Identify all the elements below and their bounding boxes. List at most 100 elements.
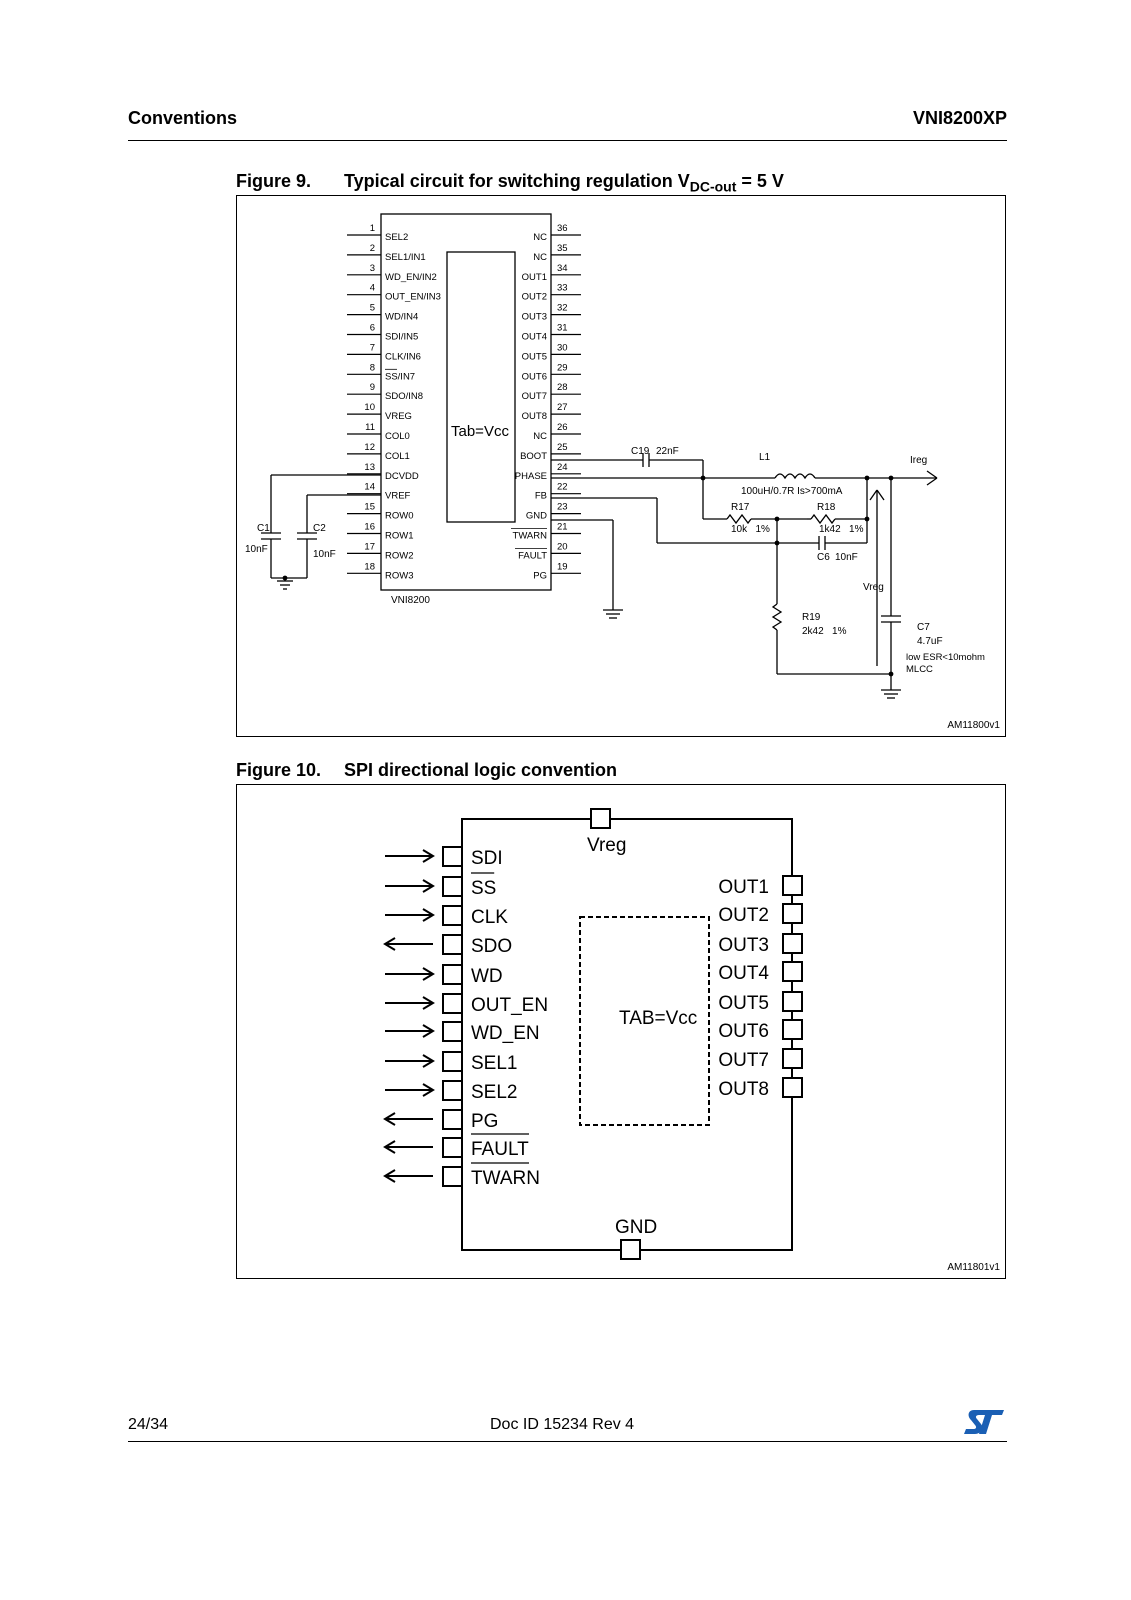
figure9-pins: 1SEL22SEL1/IN13WD_EN/IN24OUT_EN/IN35WD/I… bbox=[347, 223, 581, 581]
left-pin-name: OUT_EN/IN3 bbox=[385, 292, 441, 303]
c2-value: 10nF bbox=[313, 549, 336, 560]
right-pin-name: OUT8 bbox=[522, 411, 547, 422]
right-pin-number: 23 bbox=[557, 502, 568, 513]
tab-label: Tab=Vcc bbox=[451, 423, 509, 440]
figure10-title: SPI directional logic convention bbox=[344, 760, 618, 780]
arrow-head-out bbox=[383, 937, 396, 951]
left-pin-name: VREG bbox=[385, 411, 412, 422]
left-pin-label: TWARN bbox=[471, 1168, 540, 1189]
right-pin-label: OUT1 bbox=[718, 877, 769, 898]
vreg-label: Vreg bbox=[863, 582, 884, 593]
right-pin-number: 36 bbox=[557, 223, 568, 234]
left-pin-number: 15 bbox=[364, 502, 375, 513]
left-pin-number: 11 bbox=[365, 422, 375, 433]
right-pin-number: 27 bbox=[557, 402, 568, 413]
right-pin-number: 32 bbox=[557, 303, 568, 314]
r18-value: 1k42 1% bbox=[819, 524, 864, 535]
left-pin-label: SEL1 bbox=[471, 1053, 517, 1074]
left-pin-box bbox=[442, 1021, 463, 1042]
left-pin-name: CLK/IN6 bbox=[385, 351, 421, 362]
left-pin-number: 2 bbox=[370, 243, 375, 254]
left-pin-name: SEL2 bbox=[385, 232, 408, 243]
right-pin-name: OUT1 bbox=[522, 272, 547, 283]
figure9-title-end: = 5 V bbox=[736, 171, 784, 191]
left-pin-label: SDO bbox=[471, 936, 512, 957]
ireg-label: Ireg bbox=[910, 455, 927, 466]
left-pin-name: ROW0 bbox=[385, 511, 414, 522]
right-pin-name: FAULT bbox=[518, 550, 547, 561]
left-pin-label: SDI bbox=[471, 848, 503, 869]
left-pin-label: WD_EN bbox=[471, 1023, 540, 1044]
right-pin-label: OUT3 bbox=[718, 935, 769, 956]
r18-label: R18 bbox=[817, 502, 836, 513]
figure9-schematic: 1SEL22SEL1/IN13WD_EN/IN24OUT_EN/IN35WD/I… bbox=[245, 213, 1000, 731]
right-pin-name: OUT6 bbox=[522, 371, 547, 382]
r17-label: R17 bbox=[731, 502, 750, 513]
left-pin-box bbox=[442, 1080, 463, 1101]
left-pin-name: VREF bbox=[385, 491, 411, 502]
right-pin-box bbox=[782, 961, 803, 982]
left-pin-label: WD bbox=[471, 966, 503, 987]
left-pin-label: OUT_EN bbox=[471, 995, 548, 1016]
c7-note-esr: low ESR<10mohm bbox=[906, 652, 985, 663]
left-pin-box bbox=[442, 1166, 463, 1187]
left-pin-number: 5 bbox=[370, 303, 375, 314]
left-pin-name: ROW2 bbox=[385, 550, 414, 561]
right-pin-box bbox=[782, 991, 803, 1012]
right-pin-number: 24 bbox=[557, 462, 568, 473]
left-pin-box bbox=[442, 905, 463, 926]
c1-value: 10nF bbox=[245, 544, 268, 555]
left-pin-label: SEL2 bbox=[471, 1082, 517, 1103]
left-pin-box bbox=[442, 1051, 463, 1072]
left-pin-label: CLK bbox=[471, 907, 508, 928]
right-pin-name: NC bbox=[533, 232, 547, 243]
c7-value: 4.7uF bbox=[917, 636, 943, 647]
right-pin-box bbox=[782, 875, 803, 896]
right-pin-label: OUT4 bbox=[718, 963, 769, 984]
figure9-number: Figure 9. bbox=[236, 171, 312, 191]
left-pin-box bbox=[442, 1109, 463, 1130]
c7-label: C7 bbox=[917, 622, 930, 633]
left-pin-number: 10 bbox=[364, 402, 375, 413]
left-pin-number: 18 bbox=[364, 561, 375, 572]
right-pin-box bbox=[782, 1019, 803, 1040]
figure10-number: Figure 10. bbox=[236, 760, 322, 780]
arrow-head-in bbox=[422, 996, 435, 1010]
c19-value: 22nF bbox=[656, 446, 679, 457]
left-pin-box bbox=[442, 964, 463, 985]
right-pin-number: 35 bbox=[557, 243, 568, 254]
c7-note-mlcc: MLCC bbox=[906, 664, 933, 675]
left-pin-label: FAULT bbox=[471, 1139, 529, 1160]
figure9-code: AM11800v1 bbox=[947, 720, 1000, 731]
left-pin-number: 12 bbox=[364, 442, 375, 453]
left-pin-name: DCVDD bbox=[385, 471, 419, 482]
left-pin-number: 9 bbox=[370, 382, 375, 393]
st-logo bbox=[962, 1408, 1006, 1436]
c19-label: C19 bbox=[631, 446, 650, 457]
left-pin-name: SDI/IN5 bbox=[385, 332, 418, 343]
st-logo-shape bbox=[964, 1410, 1004, 1434]
right-pin-name: TWARN bbox=[513, 531, 548, 542]
left-pin-box bbox=[442, 1137, 463, 1158]
left-pin-label: SS bbox=[471, 878, 496, 899]
arrow-head-in bbox=[422, 967, 435, 981]
r19-value: 2k42 1% bbox=[802, 626, 847, 637]
left-pin-number: 16 bbox=[364, 522, 375, 533]
right-pin-label: OUT6 bbox=[718, 1021, 769, 1042]
arrow-head-in bbox=[422, 879, 435, 893]
left-pin-box bbox=[442, 876, 463, 897]
c6-value: 10nF bbox=[835, 552, 858, 563]
doc-id: Doc ID 15234 Rev 4 bbox=[490, 1416, 635, 1433]
right-pin-name: FB bbox=[535, 491, 547, 502]
fig10-gnd-label: GND bbox=[615, 1217, 657, 1238]
left-pin-name: SS/IN7 bbox=[385, 371, 415, 382]
footer-rule bbox=[128, 1441, 1007, 1442]
right-pin-name: OUT3 bbox=[522, 312, 547, 323]
right-pin-number: 29 bbox=[557, 362, 568, 373]
right-pin-name: NC bbox=[533, 252, 547, 263]
c1-label: C1 bbox=[257, 523, 270, 534]
arrow-head-in bbox=[422, 908, 435, 922]
right-pin-box bbox=[782, 1048, 803, 1069]
arrow-head-in bbox=[422, 849, 435, 863]
figure10-pins: SDISSCLKSDOWDOUT_ENWD_ENSEL1SEL2PGFAULTT… bbox=[383, 846, 803, 1189]
